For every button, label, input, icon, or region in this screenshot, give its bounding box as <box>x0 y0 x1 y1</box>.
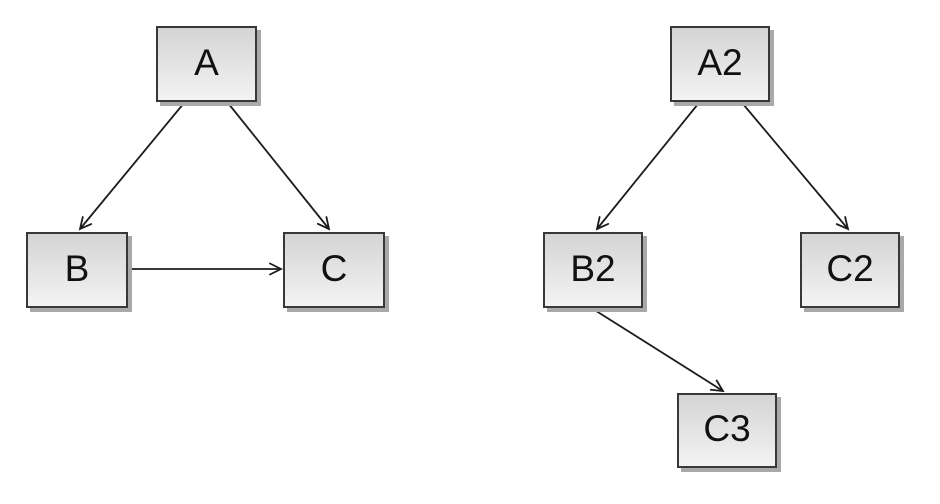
edge-B2-C3 <box>592 308 723 391</box>
edges-group <box>80 102 848 391</box>
edge-A-B <box>80 102 185 229</box>
node-A2: A2 <box>670 26 770 102</box>
node-label-A2: A2 <box>697 41 743 83</box>
node-C2: C2 <box>800 232 900 308</box>
node-label-C2: C2 <box>826 247 874 289</box>
node-label-C: C <box>320 247 348 289</box>
edge-A-C <box>227 102 329 229</box>
node-B2: B2 <box>543 232 643 308</box>
node-C3: C3 <box>677 393 777 468</box>
node-B: B <box>26 232 128 308</box>
node-label-B2: B2 <box>570 247 616 289</box>
edge-A2-B2 <box>597 103 699 229</box>
node-label-C3: C3 <box>703 408 751 449</box>
node-label-B: B <box>64 247 90 289</box>
node-C: C <box>283 232 385 308</box>
edge-A2-C2 <box>742 103 848 229</box>
node-label-A: A <box>194 41 219 83</box>
node-A: A <box>156 26 257 102</box>
